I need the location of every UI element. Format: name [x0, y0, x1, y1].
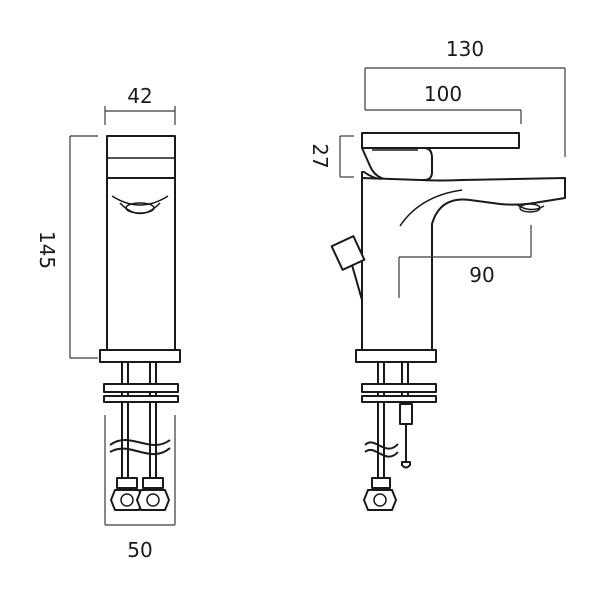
front-height-label: 145 [35, 231, 59, 269]
lever-height-label: 27 [308, 143, 332, 168]
dimension-front-height: 145 [35, 135, 98, 359]
side-hoses [364, 441, 399, 458]
front-shanks [103, 362, 179, 495]
front-hoses [109, 439, 171, 456]
side-reach-label: 90 [469, 263, 494, 287]
front-hose-nuts [110, 477, 170, 511]
side-lever [361, 132, 520, 181]
front-body [99, 135, 181, 363]
side-body-spout [355, 171, 566, 363]
base-width-label: 50 [127, 538, 152, 562]
dimension-base-width: 50 [104, 415, 176, 562]
dimension-side-total: 130 [364, 37, 566, 157]
dimension-side-reach: 90 [398, 225, 532, 298]
side-popup-knob [330, 235, 366, 301]
dimension-side-handle: 100 [364, 82, 522, 124]
front-view: 42 145 [35, 84, 181, 562]
side-shanks [361, 362, 437, 495]
side-handle-label: 100 [424, 82, 462, 106]
dimension-front-width: 42 [104, 84, 176, 125]
side-view: 130 100 27 [308, 37, 566, 511]
side-total-label: 130 [446, 37, 484, 61]
side-hose-nut [363, 477, 397, 511]
front-width-label: 42 [127, 84, 152, 108]
dimension-lever-height: 27 [308, 135, 354, 178]
